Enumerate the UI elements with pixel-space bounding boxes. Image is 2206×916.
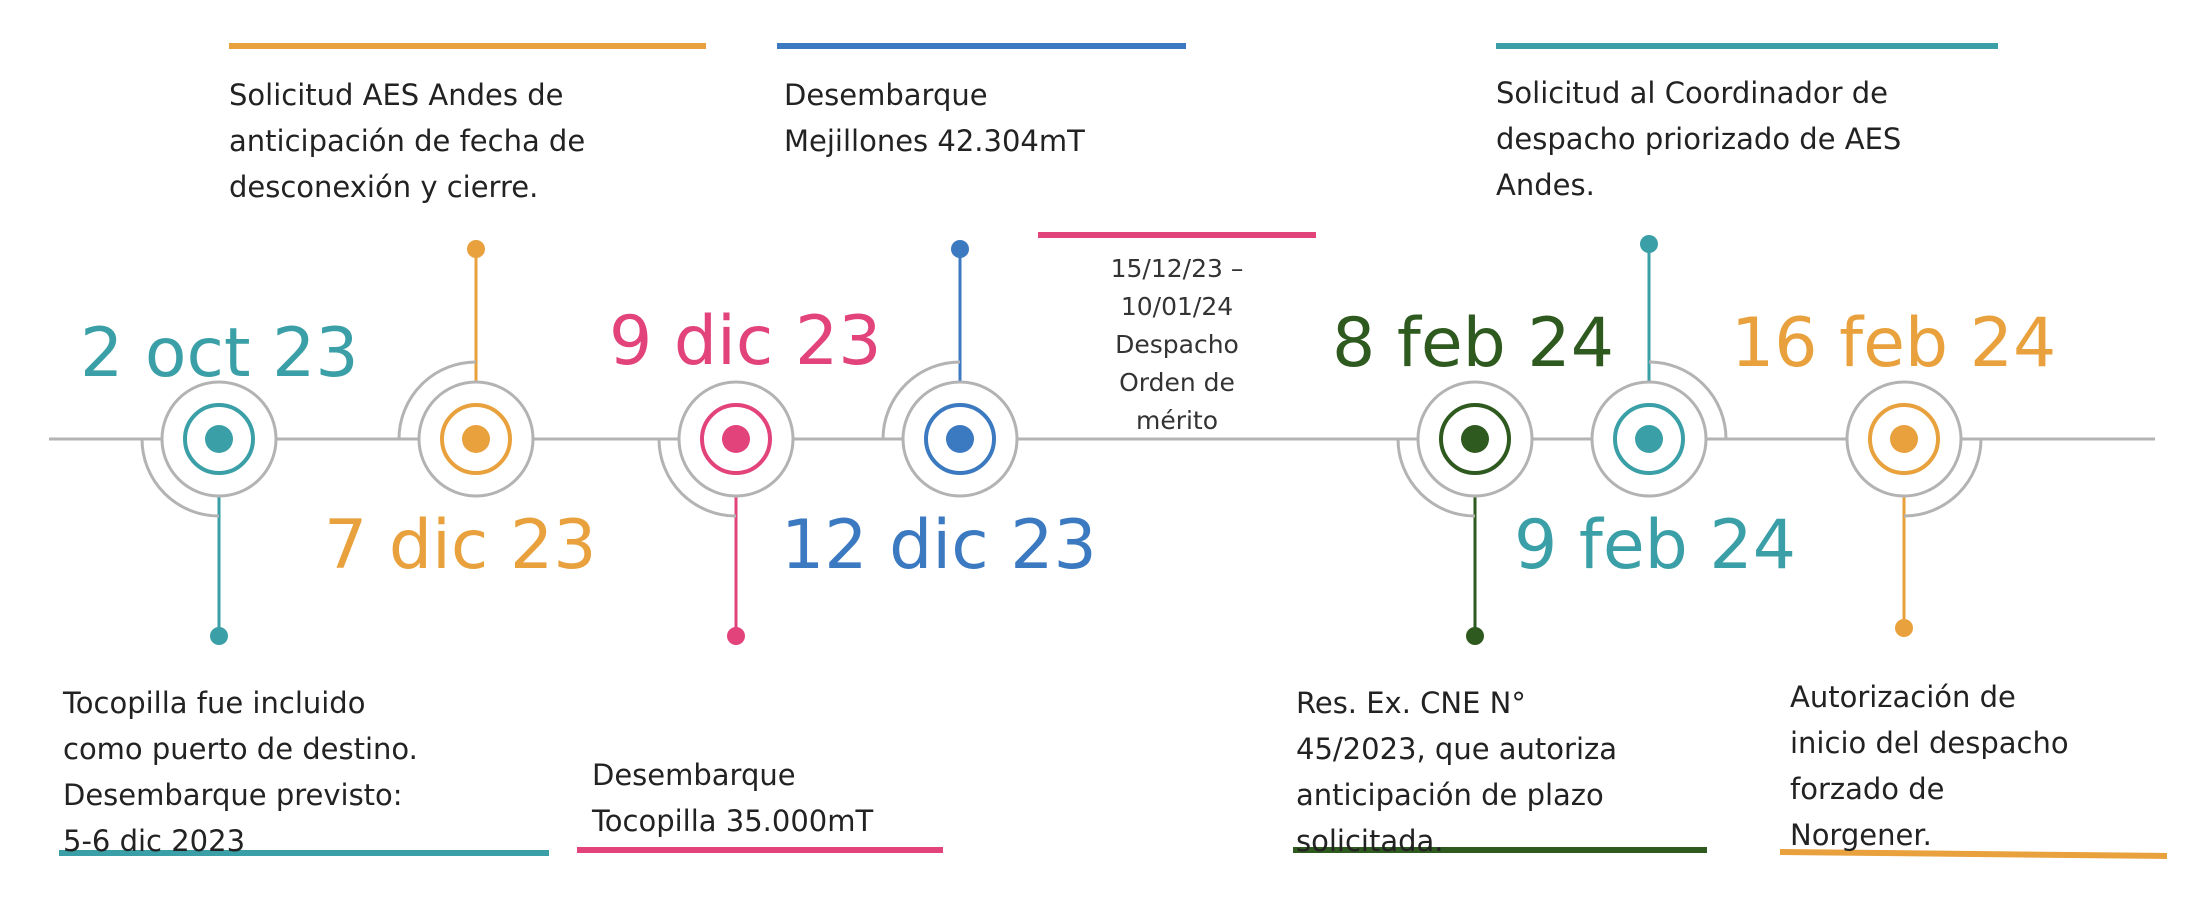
event-description: Tocopilla fue incluido como puerto de de… (63, 686, 418, 858)
node-dot (462, 425, 490, 453)
node-dot (946, 425, 974, 453)
connector-dot (951, 240, 969, 258)
accent-bar (1779, 849, 2168, 859)
date-label: 7 dic 23 (324, 506, 597, 585)
connector-dot (727, 627, 745, 645)
date-label: 12 dic 23 (781, 506, 1097, 585)
event-description: Autorización de inicio del despacho forz… (1790, 680, 2069, 852)
node-dot (1890, 425, 1918, 453)
node-arc (1903, 438, 1983, 518)
date-label: 8 feb 24 (1332, 304, 1614, 383)
connector-dot (1640, 235, 1658, 253)
node-arc (140, 438, 220, 518)
node-dot (722, 425, 750, 453)
node-dot (1635, 425, 1663, 453)
date-label: 2 oct 23 (80, 314, 359, 393)
node-dot (1461, 425, 1489, 453)
event-description: Desembarque Mejillones 42.304mT (784, 78, 1085, 158)
date-label: 16 feb 24 (1731, 304, 2057, 383)
connector-dot (1895, 619, 1913, 637)
node-dot (205, 425, 233, 453)
node-arc (397, 360, 477, 440)
date-label: 9 feb 24 (1514, 506, 1796, 585)
connector-dot (467, 240, 485, 258)
node-arc (1648, 360, 1728, 440)
connector-dot (210, 627, 228, 645)
node-arc (881, 360, 961, 440)
node-arc (1396, 438, 1476, 518)
node-arc (657, 438, 737, 518)
connector-dot (1466, 627, 1484, 645)
date-label: 9 dic 23 (609, 302, 882, 381)
period-description: 15/12/23 – 10/01/24 Despacho Orden de mé… (1110, 254, 1244, 435)
event-description: Res. Ex. CNE N° 45/2023, que autoriza an… (1296, 686, 1617, 858)
event-description: Desembarque Tocopilla 35.000mT (592, 758, 874, 838)
event-description: Solicitud al Coordinador de despacho pri… (1496, 76, 1902, 202)
event-description: Solicitud AES Andes de anticipación de f… (229, 78, 586, 204)
